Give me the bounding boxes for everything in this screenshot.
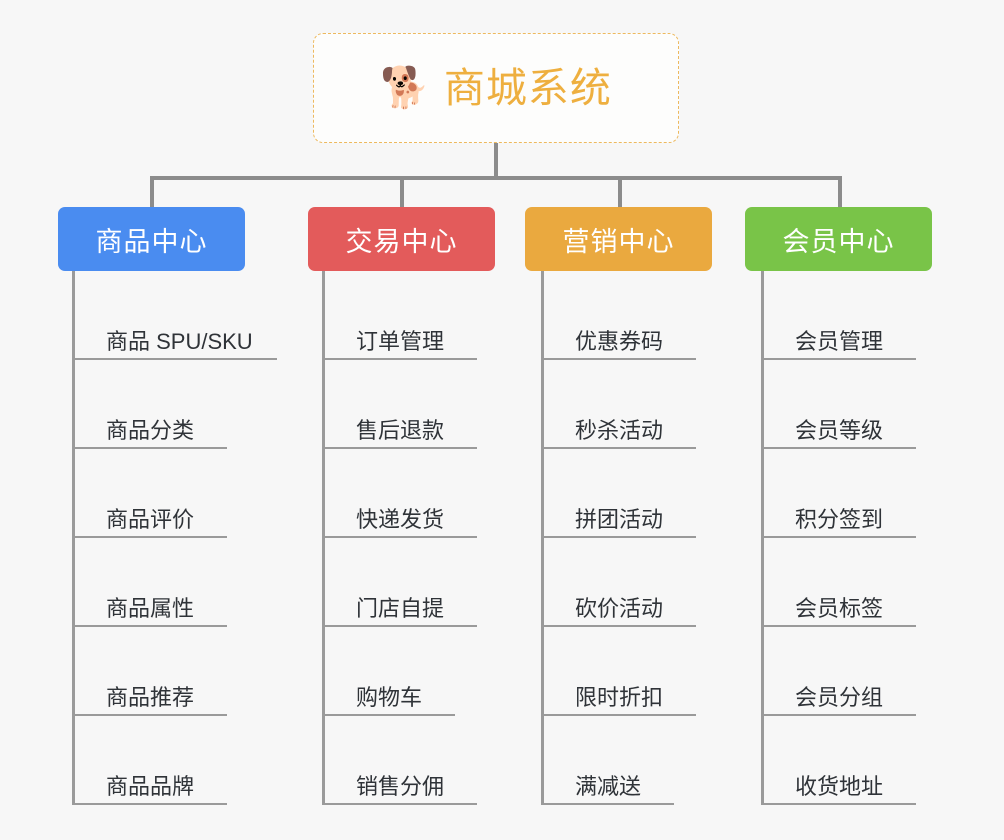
leaf-item-underline	[322, 358, 477, 360]
leaf-item-label: 销售分佣	[356, 773, 445, 799]
leaf-spine-marketing-center	[541, 271, 544, 805]
leaf-item-label: 购物车	[356, 684, 423, 710]
leaf-item[interactable]: 商品评价	[72, 449, 302, 538]
leaf-item[interactable]: 满减送	[541, 716, 771, 805]
leaf-item-underline	[761, 447, 916, 449]
leaf-item-underline	[541, 447, 696, 449]
leaf-item-label: 限时折扣	[575, 684, 664, 710]
leaf-item-underline	[761, 536, 916, 538]
leaf-item[interactable]: 售后退款	[322, 360, 552, 449]
leaf-column-member-center: 会员管理会员等级积分签到会员标签会员分组收货地址	[761, 271, 991, 805]
leaf-item[interactable]: 优惠券码	[541, 271, 771, 360]
leaf-item-label: 优惠券码	[575, 328, 664, 354]
category-box-marketing-center[interactable]: 营销中心	[525, 207, 712, 271]
leaf-item[interactable]: 销售分佣	[322, 716, 552, 805]
category-label: 交易中心	[345, 226, 458, 257]
leaf-item-label: 秒杀活动	[575, 417, 664, 443]
leaf-item-underline	[761, 358, 916, 360]
leaf-item-underline	[541, 536, 696, 538]
leaf-item-label: 门店自提	[356, 595, 445, 621]
category-label: 商品中心	[95, 226, 208, 257]
leaf-item-underline	[761, 625, 916, 627]
category-box-member-center[interactable]: 会员中心	[745, 207, 932, 271]
leaf-item[interactable]: 商品分类	[72, 360, 302, 449]
leaf-item-underline	[541, 803, 674, 805]
leaf-item-label: 会员管理	[795, 328, 884, 354]
leaf-item[interactable]: 限时折扣	[541, 627, 771, 716]
category-box-product-center[interactable]: 商品中心	[58, 207, 245, 271]
leaf-item[interactable]: 收货地址	[761, 716, 991, 805]
leaf-item-underline	[72, 447, 227, 449]
leaf-column-product-center: 商品 SPU/SKU 商品分类商品评价商品属性商品推荐商品品牌	[72, 271, 302, 805]
leaf-item-label: 商品品牌	[106, 773, 195, 799]
leaf-column-trade-center: 订单管理售后退款快递发货门店自提购物车销售分佣	[322, 271, 552, 805]
category-box-trade-center[interactable]: 交易中心	[308, 207, 495, 271]
leaf-item[interactable]: 购物车	[322, 627, 552, 716]
leaf-item[interactable]: 订单管理	[322, 271, 552, 360]
leaf-item-underline	[322, 536, 477, 538]
leaf-item-label: 会员标签	[795, 595, 884, 621]
connector-drop-marketing-center	[618, 176, 622, 209]
connector-drop-trade-center	[400, 176, 404, 209]
leaf-spine-product-center	[72, 271, 75, 805]
leaf-item-label: 商品分类	[106, 417, 195, 443]
leaf-item[interactable]: 会员等级	[761, 360, 991, 449]
leaf-item-label: 满减送	[575, 773, 642, 799]
leaf-item-underline	[761, 714, 916, 716]
leaf-item-label: 商品 SPU/SKU	[106, 328, 253, 354]
leaf-item[interactable]: 商品推荐	[72, 627, 302, 716]
leaf-item-underline	[761, 803, 916, 805]
leaf-item-underline	[322, 447, 477, 449]
leaf-item-underline	[72, 358, 277, 360]
leaf-item-underline	[541, 358, 696, 360]
connector-root-stem	[494, 143, 498, 179]
leaf-item-underline	[541, 625, 696, 627]
leaf-item-underline	[322, 625, 477, 627]
leaf-item[interactable]: 秒杀活动	[541, 360, 771, 449]
leaf-item-underline	[72, 714, 227, 716]
leaf-item-underline	[72, 803, 227, 805]
leaf-item[interactable]: 拼团活动	[541, 449, 771, 538]
leaf-item-label: 收货地址	[795, 773, 884, 799]
leaf-item[interactable]: 商品属性	[72, 538, 302, 627]
connector-drop-product-center	[150, 176, 154, 209]
leaf-item-label: 砍价活动	[575, 595, 664, 621]
leaf-item-label: 售后退款	[356, 417, 445, 443]
leaf-item[interactable]: 会员管理	[761, 271, 991, 360]
leaf-item-label: 快递发货	[356, 506, 445, 532]
leaf-item-label: 商品属性	[106, 595, 195, 621]
leaf-item[interactable]: 会员标签	[761, 538, 991, 627]
leaf-item[interactable]: 积分签到	[761, 449, 991, 538]
leaf-item[interactable]: 快递发货	[322, 449, 552, 538]
connector-horizontal-bus	[150, 176, 840, 180]
leaf-column-marketing-center: 优惠券码秒杀活动拼团活动砍价活动限时折扣满减送	[541, 271, 771, 805]
leaf-spine-trade-center	[322, 271, 325, 805]
leaf-item-label: 商品评价	[106, 506, 195, 532]
leaf-item-underline	[72, 625, 227, 627]
leaf-item-label: 会员等级	[795, 417, 884, 443]
shiba-dog-face-icon: 🐕	[380, 66, 430, 110]
leaf-spine-member-center	[761, 271, 764, 805]
category-label: 营销中心	[562, 226, 675, 257]
leaf-item-label: 订单管理	[356, 328, 445, 354]
leaf-item-underline	[322, 803, 477, 805]
leaf-item-underline	[541, 714, 696, 716]
root-node[interactable]: 🐕 商城系统	[313, 33, 679, 143]
leaf-item[interactable]: 会员分组	[761, 627, 991, 716]
leaf-item-label: 拼团活动	[575, 506, 664, 532]
category-label: 会员中心	[782, 226, 895, 257]
leaf-item[interactable]: 商品 SPU/SKU	[72, 271, 302, 360]
leaf-item[interactable]: 砍价活动	[541, 538, 771, 627]
leaf-item-label: 商品推荐	[106, 684, 195, 710]
leaf-item-underline	[72, 536, 227, 538]
leaf-item-underline	[322, 714, 455, 716]
leaf-item-label: 积分签到	[795, 506, 884, 532]
root-node-title: 商城系统	[443, 64, 612, 111]
leaf-item[interactable]: 门店自提	[322, 538, 552, 627]
leaf-item[interactable]: 商品品牌	[72, 716, 302, 805]
leaf-item-label: 会员分组	[795, 684, 884, 710]
connector-drop-member-center	[838, 176, 842, 209]
